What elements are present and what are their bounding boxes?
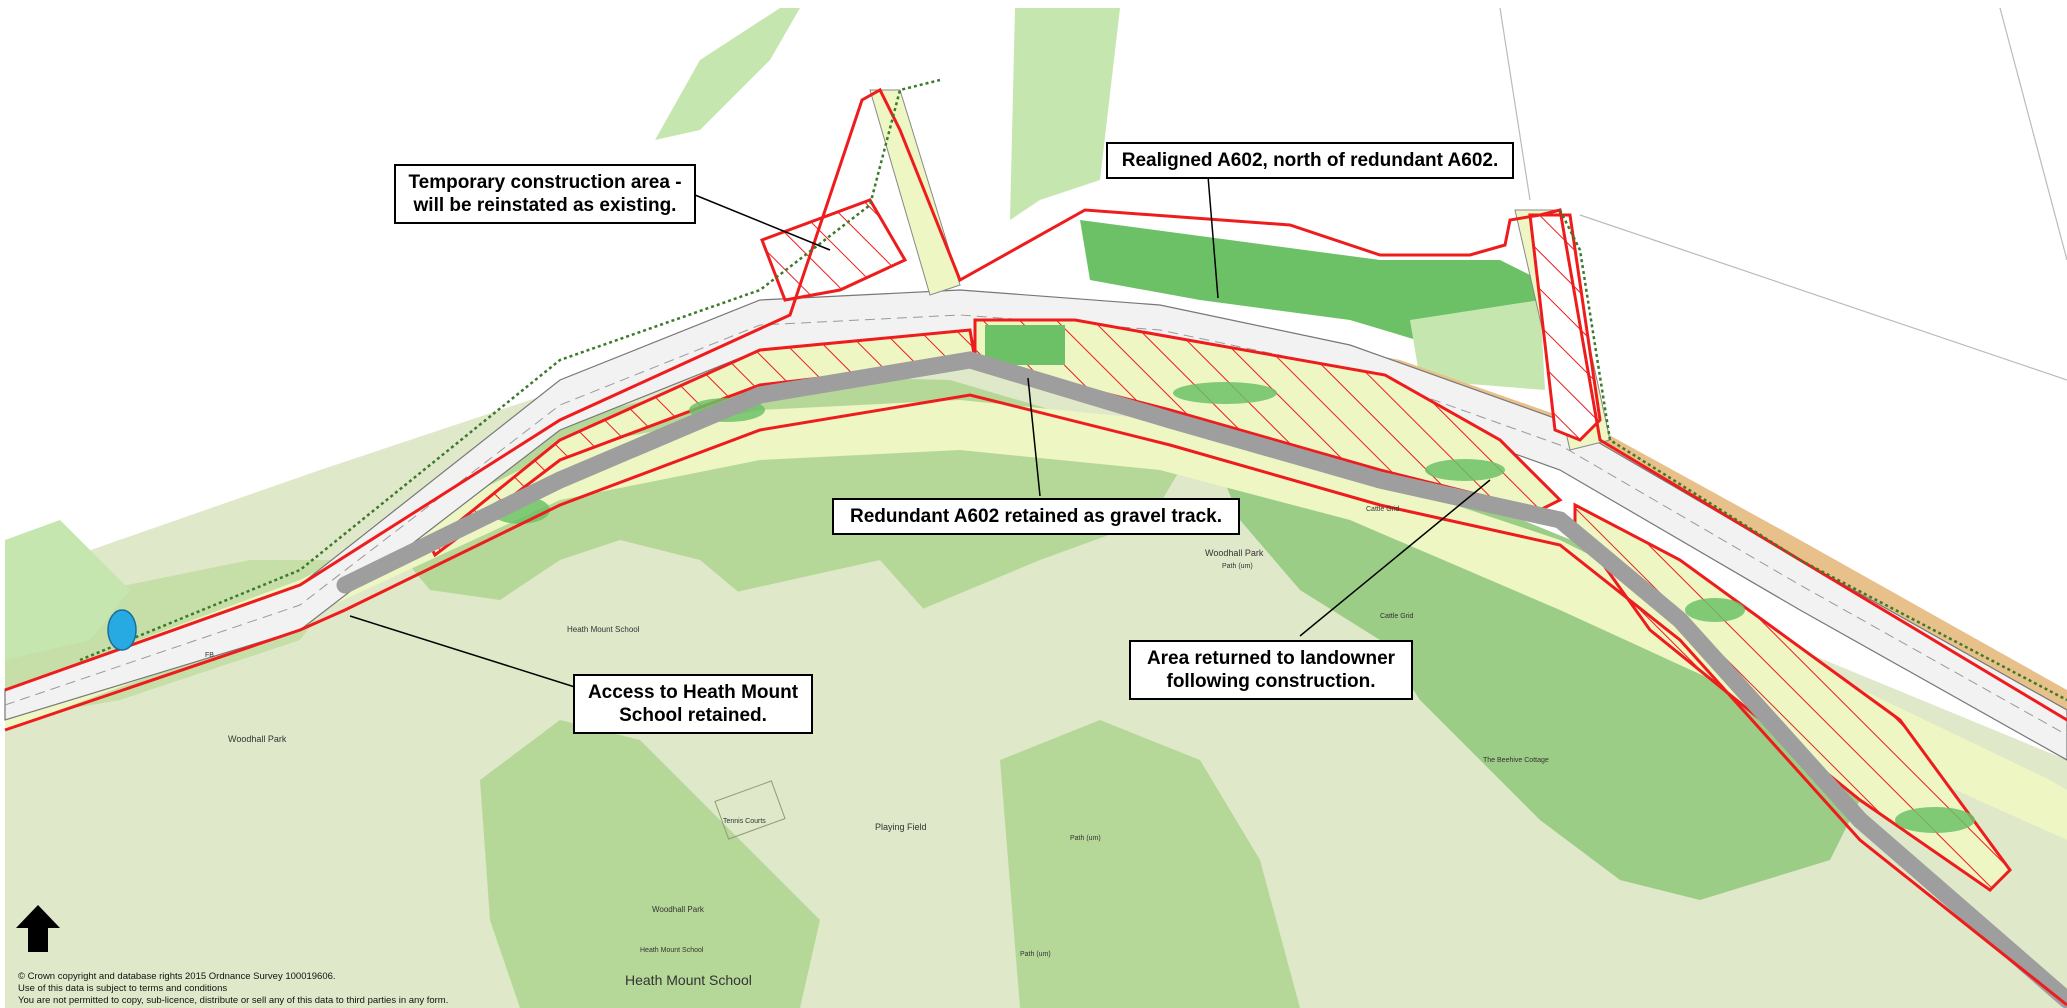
realigned-carriageway [4, 289, 2067, 761]
light-field-north-east [1410, 300, 1545, 390]
callout-realigned-line-1: Realigned A602, north of redundant A602. [1121, 150, 1499, 171]
callout-redundant-line-1: Redundant A602 retained as gravel track. [849, 506, 1223, 527]
scheme-boundary-south [4, 393, 2067, 1007]
label-woodhall-park-west: Woodhall Park [228, 734, 287, 744]
callout-returned-line-1: Area returned to landowner [1146, 648, 1396, 669]
callout-redundant-a602: Redundant A602 retained as gravel track. [832, 498, 1240, 535]
woodland-north-strip [1010, 8, 1120, 220]
tree-patch-2 [1173, 382, 1277, 404]
label-path-um-2: Path (um) [1020, 951, 1051, 958]
label-heath-mount-school-north: Heath Mount School [567, 625, 640, 634]
label-tennis-courts: Tennis Courts [723, 818, 766, 825]
label-heath-mount-school-small: Heath Mount School [640, 947, 704, 954]
woodland-south-west [480, 720, 820, 1008]
callout-area-returned: Area returned to landowner following con… [1129, 640, 1413, 700]
label-cattle-grid-1: Cattle Grid [1366, 506, 1400, 513]
playing-field-area [700, 560, 960, 820]
leader-temp-area [694, 194, 831, 251]
copyright-notice: © Crown copyright and database rights 20… [18, 971, 448, 1007]
leader-access [349, 615, 579, 689]
tennis-courts-outline [714, 780, 786, 840]
copyright-line-3: You are not permitted to copy, sub-licen… [18, 995, 449, 1006]
label-the-beehive-cottage: The Beehive Cottage [1483, 757, 1549, 764]
leader-realigned [1207, 175, 1219, 299]
callout-returned-line-2: following construction. [1166, 671, 1376, 692]
leader-redundant [1027, 377, 1041, 497]
callout-access-line-1: Access to Heath Mount [587, 682, 799, 703]
hatched-area-temp-construction [760, 198, 908, 302]
north-arrow-icon [16, 905, 60, 952]
label-path-um-1: Path (um) [1070, 835, 1101, 842]
redundant-a602-gravel-track [336, 351, 2067, 1008]
tree-patch-7 [985, 325, 1065, 365]
callout-temp-line-1: Temporary construction area - [408, 172, 682, 193]
label-heath-mount-school: Heath Mount School [625, 972, 752, 988]
woodland-west-corner [5, 520, 130, 660]
tree-patch-4 [1685, 598, 1745, 622]
side-road-north-west [869, 89, 961, 296]
callout-realigned-a602: Realigned A602, north of redundant A602. [1106, 142, 1514, 179]
label-playing-field: Playing Field [875, 822, 927, 832]
pond [107, 609, 137, 651]
label-woodhall-park-east: Woodhall Park [1205, 548, 1264, 558]
label-cattle-grid-2: Cattle Grid [1380, 613, 1414, 620]
label-path-um-3: Path (um) [1222, 563, 1253, 570]
field-boundary-north-east [1499, 7, 2067, 381]
callout-temp-line-2: will be reinstated as existing. [413, 195, 677, 216]
tree-patch-5 [1895, 807, 1975, 833]
callout-temporary-construction-area: Temporary construction area - will be re… [394, 164, 696, 224]
callout-access-heath-mount: Access to Heath Mount School retained. [573, 674, 813, 734]
woodland-north-west [655, 8, 800, 140]
copyright-line-2: Use of this data is subject to terms and… [18, 983, 228, 994]
label-fb: FB [205, 652, 214, 659]
leader-returned [1299, 479, 1491, 637]
hatched-area-north-east-road [1528, 213, 1602, 442]
callout-access-line-2: School retained. [619, 705, 767, 726]
tree-patch-3 [1425, 459, 1505, 481]
copyright-line-1: © Crown copyright and database rights 20… [18, 971, 336, 982]
label-woodhall-park-south: Woodhall Park [652, 905, 705, 914]
woodland-south-east [1000, 720, 1300, 1008]
woodland-east [1200, 420, 1880, 900]
